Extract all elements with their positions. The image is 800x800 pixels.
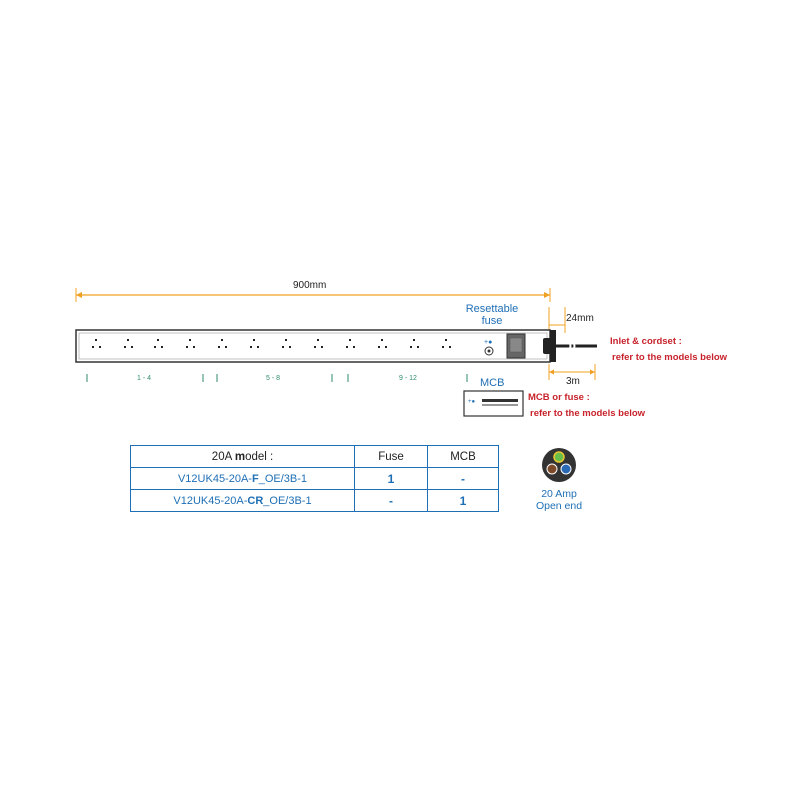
open-end-cable-icon bbox=[542, 448, 576, 482]
model-name-bold: F bbox=[251, 472, 259, 485]
socket-icon bbox=[410, 339, 419, 348]
cord-length-dimension bbox=[548, 364, 596, 380]
resettable-fuse-label: Resettable fuse bbox=[462, 303, 522, 327]
inlet-note: Inlet & cordset : refer to the models be… bbox=[610, 334, 727, 366]
mcb-box: +● bbox=[463, 390, 524, 417]
inlet-cordset bbox=[506, 333, 597, 359]
header-model: 20A model : bbox=[130, 445, 355, 468]
table-row: V12UK45-20A-F_OE/3B-1 1 - bbox=[130, 467, 499, 490]
resettable-fuse-label-line2: fuse bbox=[481, 315, 503, 327]
socket-group-2: 5 - 8 bbox=[266, 375, 281, 382]
socket-icon bbox=[250, 339, 259, 348]
mcb-value: - bbox=[427, 467, 499, 490]
socket-icon bbox=[314, 339, 323, 348]
length-label: 900mm bbox=[293, 280, 327, 291]
svg-text:+●: +● bbox=[468, 399, 476, 405]
socket-icon bbox=[124, 339, 133, 348]
plug-label-line1: 20 Amp bbox=[541, 488, 577, 500]
models-table: 20A model : Fuse MCB V12UK45-20A-F_OE/3B… bbox=[130, 445, 499, 512]
fuse-value: 1 bbox=[354, 467, 428, 490]
plug-label-line2: Open end bbox=[535, 500, 583, 512]
socket-group-markers bbox=[86, 374, 468, 382]
mcb-label: MCB bbox=[480, 377, 505, 389]
inlet-note-line1: Inlet & cordset : bbox=[610, 336, 682, 347]
fuse-value: - bbox=[354, 489, 428, 512]
socket-row bbox=[88, 337, 478, 355]
socket-icons bbox=[92, 339, 451, 348]
header-fuse: Fuse bbox=[354, 445, 428, 468]
model-name: V12UK45-20A-CR_OE/3B-1 bbox=[130, 489, 355, 512]
inlet-note-line2: refer to the models below bbox=[612, 352, 728, 363]
plug-label: 20 Amp Open end bbox=[527, 488, 591, 512]
cord-length-label: 3m bbox=[566, 376, 580, 387]
resettable-fuse-icon: +● bbox=[484, 339, 494, 356]
socket-group-3: 9 - 12 bbox=[399, 375, 417, 382]
model-name-post: _OE/3B-1 bbox=[263, 494, 312, 507]
header-model-suffix: odel : bbox=[245, 450, 274, 463]
header-mcb: MCB bbox=[427, 445, 499, 468]
header-model-prefix: 20A bbox=[211, 450, 235, 463]
mcb-fuse-note-line1: MCB or fuse : bbox=[528, 392, 590, 403]
socket-icon bbox=[92, 339, 101, 348]
model-name-pre: V12UK45-20A- bbox=[173, 494, 248, 507]
socket-icon bbox=[346, 339, 355, 348]
mcb-value: 1 bbox=[427, 489, 499, 512]
socket-group-1: 1 - 4 bbox=[137, 375, 152, 382]
socket-icon bbox=[378, 339, 387, 348]
model-name-post: _OE/3B-1 bbox=[258, 472, 308, 485]
head-width-label: 24mm bbox=[566, 313, 594, 324]
socket-icon bbox=[442, 339, 451, 348]
socket-icon bbox=[186, 339, 195, 348]
model-name: V12UK45-20A-F_OE/3B-1 bbox=[130, 467, 355, 490]
socket-icon bbox=[218, 339, 227, 348]
model-name-pre: V12UK45-20A- bbox=[177, 472, 252, 485]
head-width-dimension bbox=[548, 307, 566, 333]
mcb-fuse-note-line2: refer to the models below bbox=[530, 408, 646, 419]
table-header-row: 20A model : Fuse MCB bbox=[130, 445, 499, 468]
table-row: V12UK45-20A-CR_OE/3B-1 - 1 bbox=[130, 489, 499, 512]
model-name-bold: CR bbox=[247, 494, 264, 507]
socket-icon bbox=[282, 339, 291, 348]
length-dimension-line bbox=[75, 288, 551, 302]
socket-icon bbox=[154, 339, 163, 348]
header-model-bold: m bbox=[234, 450, 246, 463]
mcb-fuse-note: MCB or fuse : refer to the models below bbox=[528, 390, 645, 422]
resettable-fuse-label-line1: Resettable bbox=[465, 303, 519, 315]
svg-text:+●: +● bbox=[484, 339, 492, 346]
